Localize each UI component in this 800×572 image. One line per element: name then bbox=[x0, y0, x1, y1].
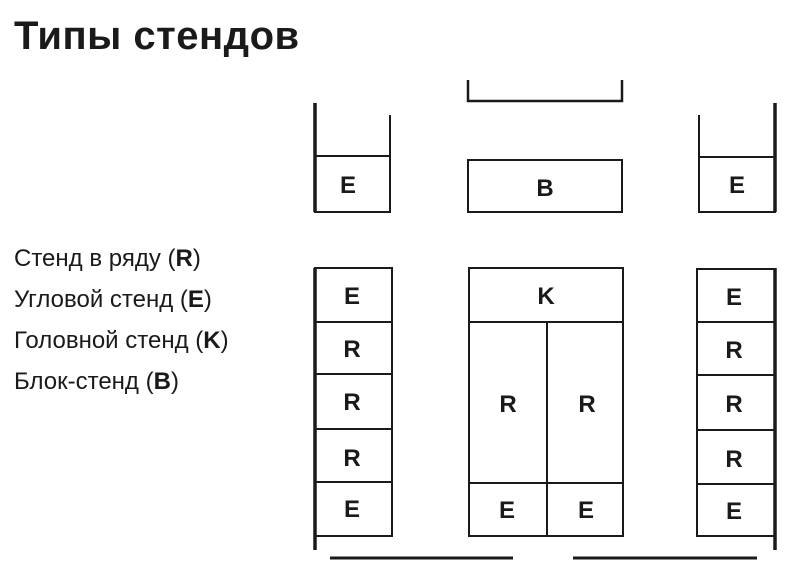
legend-item-block-stand: Блок-стенд (B) bbox=[14, 361, 229, 402]
stand-right-row-5 bbox=[696, 483, 776, 537]
stand-label: B bbox=[536, 175, 553, 202]
stand-label: R bbox=[343, 445, 360, 472]
stand-label: E bbox=[344, 283, 360, 310]
stand-left-row-5 bbox=[314, 481, 393, 537]
stand-label: R bbox=[725, 337, 742, 364]
stand-label: E bbox=[578, 497, 594, 524]
stand-label: E bbox=[726, 284, 742, 311]
stand-label: R bbox=[343, 389, 360, 416]
legend-item-row-stand: Стенд в ряду (R) bbox=[14, 238, 229, 279]
stand-label: E bbox=[499, 497, 515, 524]
legend-code: R bbox=[175, 245, 193, 272]
legend-label: Блок-стенд ( bbox=[14, 368, 154, 395]
stand-left-top-corner bbox=[314, 155, 391, 213]
legend-code: E bbox=[187, 286, 204, 313]
stand-label: E bbox=[729, 172, 745, 199]
legend-tail: ) bbox=[203, 286, 212, 313]
stand-label: R bbox=[343, 336, 360, 363]
stand-label: E bbox=[344, 496, 360, 523]
wall-top-center bbox=[466, 80, 624, 103]
legend-label: Головной стенд ( bbox=[14, 327, 204, 354]
stand-right-top-corner bbox=[698, 156, 776, 213]
legend-code: K bbox=[203, 327, 221, 354]
stand-label: R bbox=[725, 391, 742, 418]
stand-label: K bbox=[537, 283, 555, 310]
legend-code: B bbox=[153, 368, 171, 395]
legend-tail: ) bbox=[220, 327, 229, 354]
legend-tail: ) bbox=[192, 245, 201, 272]
stand-center-bottom-right bbox=[546, 482, 624, 537]
legend: Стенд в ряду (R) Угловой стенд (E) Голов… bbox=[14, 238, 229, 402]
legend-label: Стенд в ряду ( bbox=[14, 245, 176, 272]
page-title: Типы стендов bbox=[14, 14, 300, 58]
stand-label: E bbox=[726, 498, 742, 525]
legend-item-corner-stand: Угловой стенд (E) bbox=[14, 279, 229, 320]
stand-label: R bbox=[725, 446, 742, 473]
legend-tail: ) bbox=[170, 368, 179, 395]
legend-item-head-stand: Головной стенд (K) bbox=[14, 320, 229, 361]
stand-label: R bbox=[578, 391, 595, 418]
stand-center-top-block bbox=[467, 159, 623, 213]
legend-label: Угловой стенд ( bbox=[14, 286, 188, 313]
stand-label: E bbox=[340, 172, 356, 199]
stand-label: R bbox=[499, 391, 516, 418]
